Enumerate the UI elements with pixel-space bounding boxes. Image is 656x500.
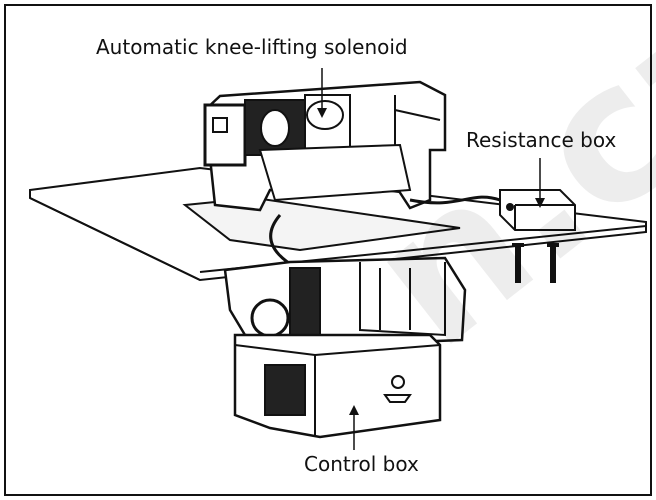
resistance-box-label: Resistance box [466, 128, 617, 152]
mounting-screws [512, 243, 559, 283]
resistance-arrowhead [535, 198, 545, 208]
solenoid-label: Automatic knee-lifting solenoid [96, 35, 408, 59]
control-box-label: Control box [304, 452, 419, 476]
control-box-arrowhead [349, 405, 359, 415]
sewing-machine [203, 80, 447, 212]
control-box [233, 333, 442, 439]
solenoid-arrowhead [317, 108, 327, 118]
resistance-box [499, 189, 576, 231]
figure-border [4, 4, 652, 496]
motor [223, 256, 467, 347]
wire [409, 195, 501, 205]
table-edge [29, 197, 201, 281]
